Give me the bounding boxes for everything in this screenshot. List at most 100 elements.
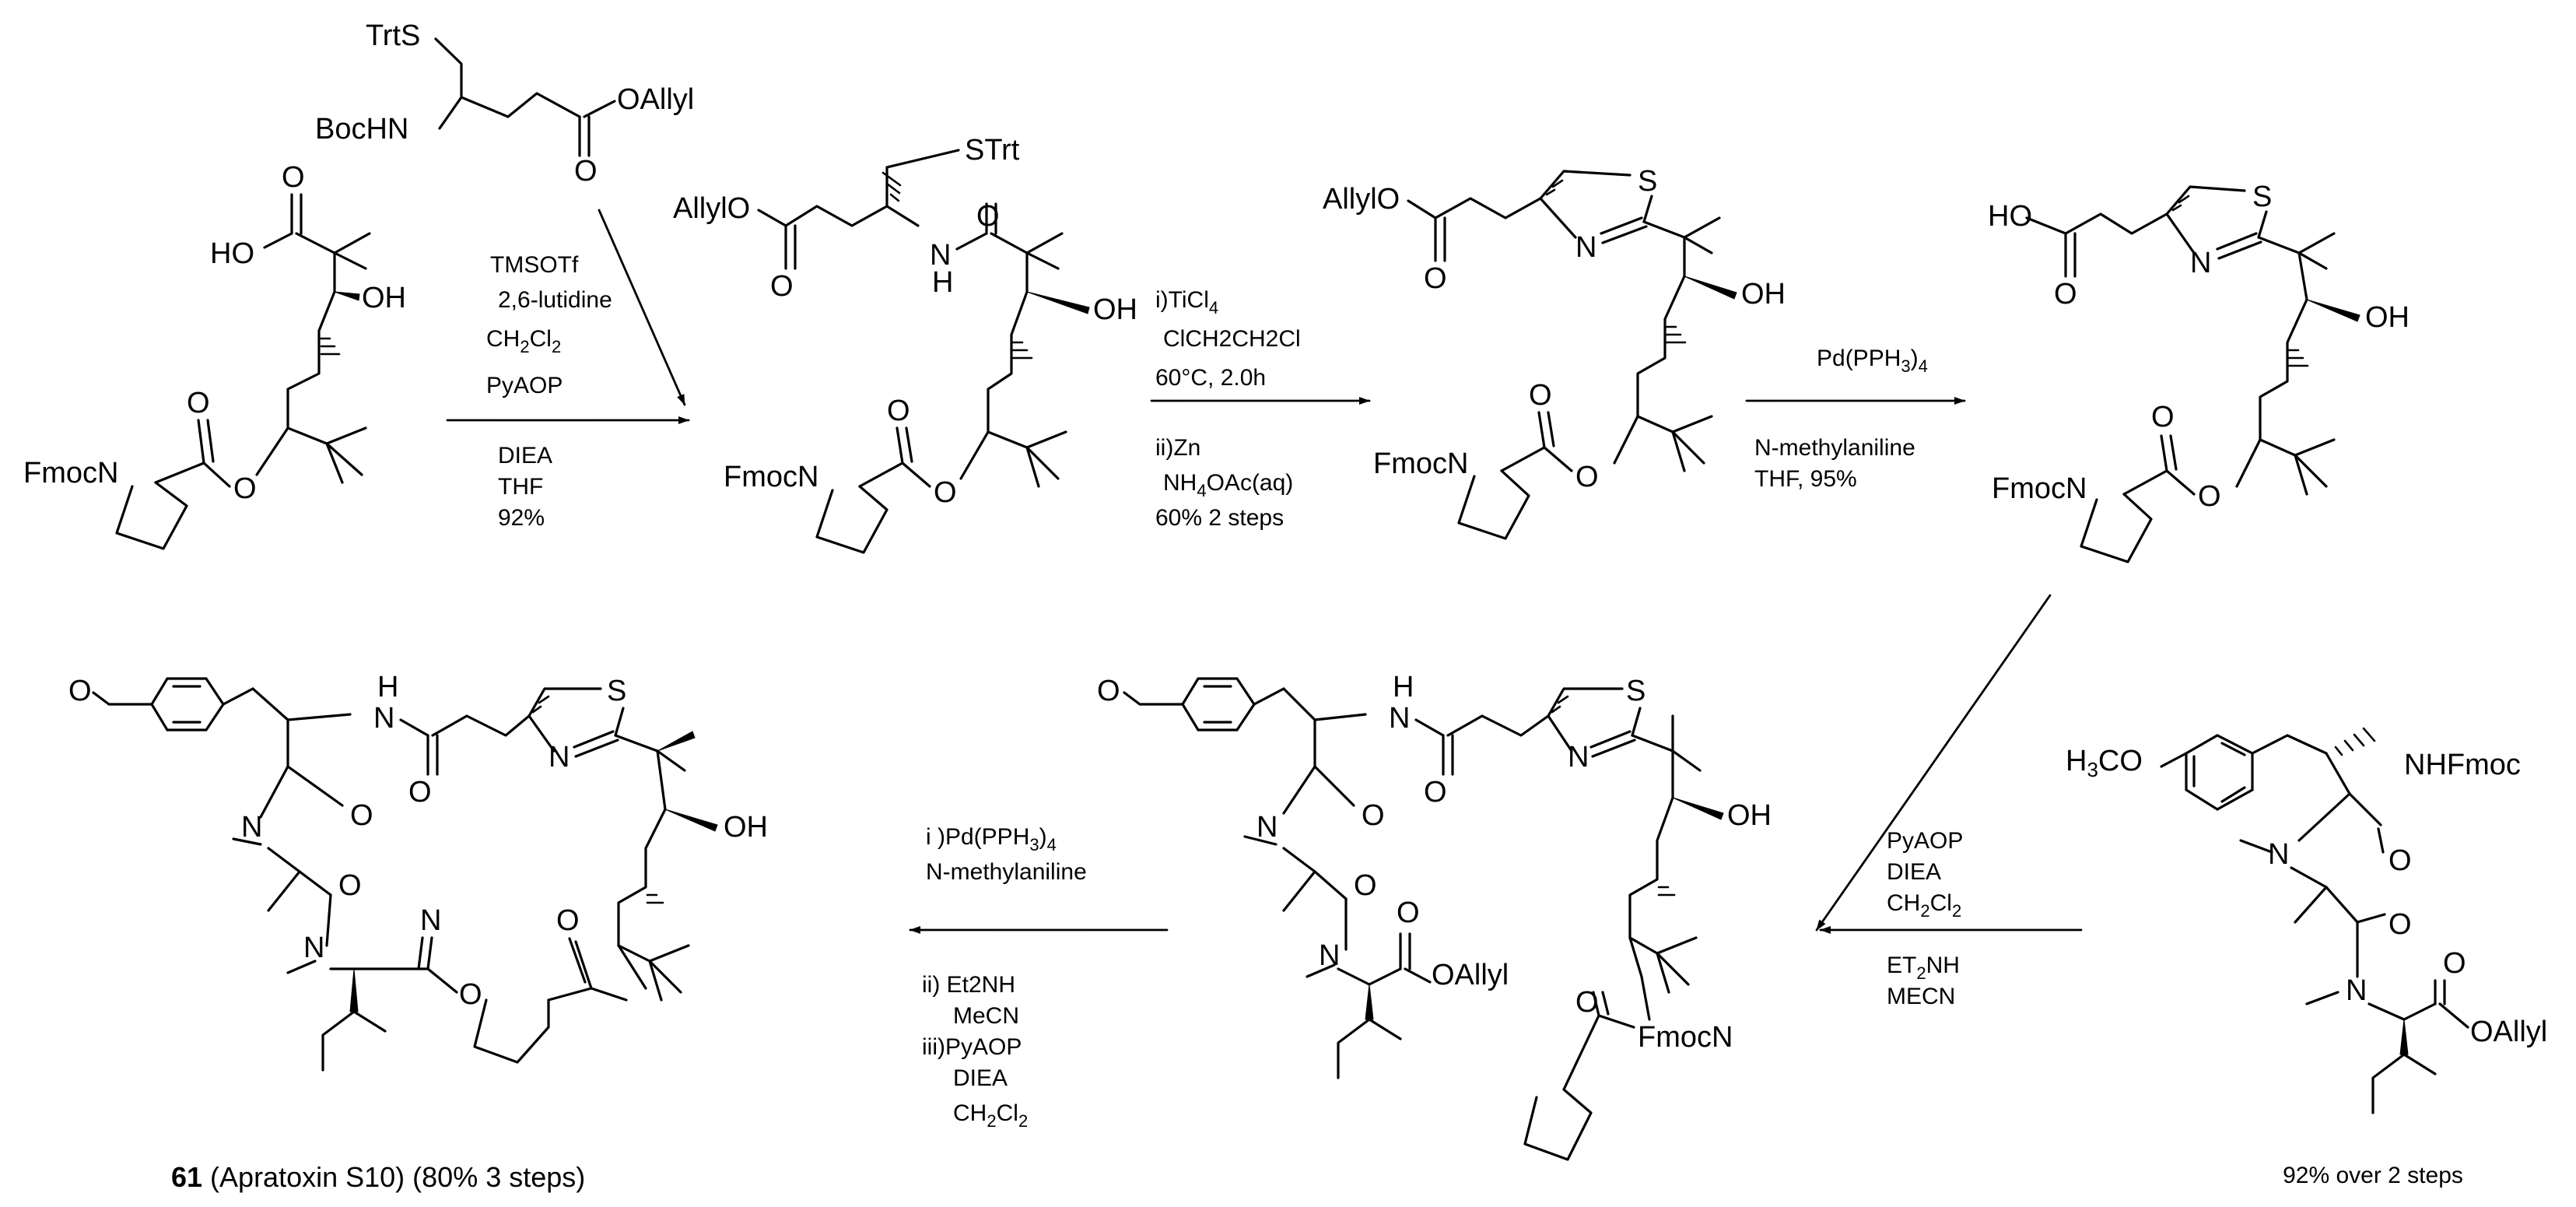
condition-n-methylaniline: N-methylaniline xyxy=(926,859,1087,885)
label-o1: O xyxy=(1362,799,1385,832)
label-trts: TrtS xyxy=(366,19,420,52)
label-o2: O xyxy=(1354,869,1377,902)
label-allylo: AllylO xyxy=(1323,183,1400,216)
label-o-ester: FmocN xyxy=(1638,1021,1733,1054)
label-o-ester: O xyxy=(233,472,257,505)
condition-et2nh: ET2NH xyxy=(1887,953,1960,983)
label-oh: OH xyxy=(1727,799,1772,832)
condition-n-methylaniline: N-methylaniline xyxy=(1754,435,1915,461)
label-o-amide: O xyxy=(408,776,432,809)
product-number: 61 xyxy=(171,1161,202,1193)
label-allylo: AllylO xyxy=(673,192,750,225)
condition-tmsotf: TMSOTf xyxy=(490,252,579,278)
label-n1: N xyxy=(241,811,262,844)
label-n2: N xyxy=(303,932,324,964)
label-o2: O xyxy=(2388,908,2412,941)
label-h3co: H3CO xyxy=(2066,745,2143,781)
condition-thf-yield: THF, 95% xyxy=(1754,466,1857,492)
molecule-thiazoline-ester: AllylO S N O OH FmocN O O xyxy=(1323,165,1786,540)
label-o-ester: O xyxy=(1575,461,1599,493)
condition-pyaop: iii)PyAOP xyxy=(922,1034,1022,1060)
molecule-tripeptide: H3CO NHFmoc N O N O O OAllyl 92% over 2 … xyxy=(2066,727,2547,1188)
reaction-arrow-step1: TMSOTf 2,6-lutidine CH2Cl2 PyAOP DIEA TH… xyxy=(446,209,690,531)
condition-pyaop: PyAOP xyxy=(1887,828,1963,854)
label-o4: O xyxy=(556,904,580,937)
label-nhfmoc: NHFmoc xyxy=(2404,749,2521,781)
label-oh: OH xyxy=(724,811,768,844)
label-n: N xyxy=(1575,231,1596,264)
label-o1: O xyxy=(2388,844,2412,877)
condition-nh4oac: NH4OAc(aq) xyxy=(1163,470,1293,500)
label-o-carbonyl-top: O xyxy=(1424,262,1447,295)
label-ho: HO xyxy=(210,237,254,270)
label-h: H xyxy=(1393,671,1414,703)
condition-pd: Pd(PPH3)4 xyxy=(1817,346,1928,376)
label-n-thiazoline: N xyxy=(1568,741,1589,774)
label-oh: OH xyxy=(2365,301,2410,334)
tripeptide-yield: 92% over 2 steps xyxy=(2283,1163,2463,1188)
condition-thf: THF xyxy=(498,474,543,500)
label-o-ester-carbonyl: O xyxy=(770,270,794,303)
label-n1: N xyxy=(2268,838,2289,871)
label-s: S xyxy=(2252,181,2272,213)
condition-ch2cl2: CH2Cl2 xyxy=(953,1100,1028,1131)
condition-temp: 60°C, 2.0h xyxy=(1155,365,1266,391)
label-o-amide: O xyxy=(1424,776,1447,809)
condition-diea: DIEA xyxy=(1887,859,1941,885)
molecule-start: HO O OH FmocN O O xyxy=(23,161,406,550)
reaction-arrow-step4: PyAOP DIEA CH2Cl2 ET2NH MECN xyxy=(1815,594,2083,1009)
condition-yield: 60% 2 steps xyxy=(1155,505,1284,531)
condition-pd: i )Pd(PPH3)4 xyxy=(926,824,1057,854)
label-oallyl: OAllyl xyxy=(1432,959,1509,991)
label-n2: N xyxy=(2346,974,2367,1007)
label-oh: OH xyxy=(1093,293,1137,326)
label-o-ester: O xyxy=(934,476,957,509)
label-o3: N xyxy=(420,904,441,937)
label-s: S xyxy=(1638,165,1657,198)
label-o-carbonyl: O xyxy=(887,395,910,427)
condition-clch2ch2cl: ClCH2CH2Cl xyxy=(1163,326,1301,352)
condition-yield: 92% xyxy=(498,505,545,531)
label-o2: O xyxy=(338,869,362,902)
condition-ch2cl2: CH2Cl2 xyxy=(1887,890,1961,921)
label-oh: OH xyxy=(1741,278,1786,311)
label-ome-o: O xyxy=(68,675,92,707)
label-s: S xyxy=(1626,675,1645,707)
label-oallyl: OAllyl xyxy=(617,83,694,116)
label-fmocn: FmocN xyxy=(724,461,818,493)
product-name: (Apratoxin S10) (80% 3 steps) xyxy=(202,1161,585,1193)
condition-zn: ii)Zn xyxy=(1155,435,1200,461)
label-n1: N xyxy=(1256,811,1277,844)
condition-pyaop: PyAOP xyxy=(486,373,563,398)
reaction-arrow-step3: Pd(PPH3)4 N-methylaniline THF, 95% xyxy=(1745,346,1966,492)
label-o-carbonyl: O xyxy=(187,387,210,419)
condition-lutidine: 2,6-lutidine xyxy=(498,287,612,313)
label-fmocn: FmocN xyxy=(1373,447,1468,480)
label-strt: STrt xyxy=(965,134,1020,167)
label-o-carbonyl: O xyxy=(2151,401,2175,433)
label-bochn: BocHN xyxy=(315,113,408,146)
label-ome-o: O xyxy=(1097,675,1120,707)
condition-ticl4: i)TiCl4 xyxy=(1155,287,1218,318)
label-o-carbonyl: O xyxy=(1529,379,1552,412)
label-h: H xyxy=(377,671,398,703)
label-n: N xyxy=(930,239,951,272)
molecule-product: O N H S N O OH N O N O N O O xyxy=(68,671,768,1193)
reaction-arrow-step5: i )Pd(PPH3)4 N-methylaniline ii) Et2NH M… xyxy=(909,824,1169,1131)
reaction-arrow-step2: i)TiCl4 ClCH2CH2Cl 60°C, 2.0h ii)Zn NH4O… xyxy=(1150,287,1371,531)
reagent-thioester: TrtS BocHN OAllyl O xyxy=(315,19,694,188)
molecule-intermediate-1: AllylO STrt O O N H OH FmocN O O xyxy=(673,134,1137,554)
label-oh: OH xyxy=(362,282,406,314)
condition-diea: DIEA xyxy=(953,1065,1008,1091)
condition-ch2cl2: CH2Cl2 xyxy=(486,326,561,356)
label-n3: O xyxy=(459,978,482,1011)
label-o3: O xyxy=(1397,896,1420,929)
label-o: O xyxy=(282,161,305,194)
condition-mecn: MECN xyxy=(1887,984,1955,1009)
condition-mecn: MeCN xyxy=(953,1003,1019,1029)
label-oallyl: OAllyl xyxy=(2470,1016,2547,1048)
label-o3: O xyxy=(2443,947,2466,980)
label-ho: HO xyxy=(1988,200,2032,233)
product-caption: 61 (Apratoxin S10) (80% 3 steps) xyxy=(171,1161,585,1193)
